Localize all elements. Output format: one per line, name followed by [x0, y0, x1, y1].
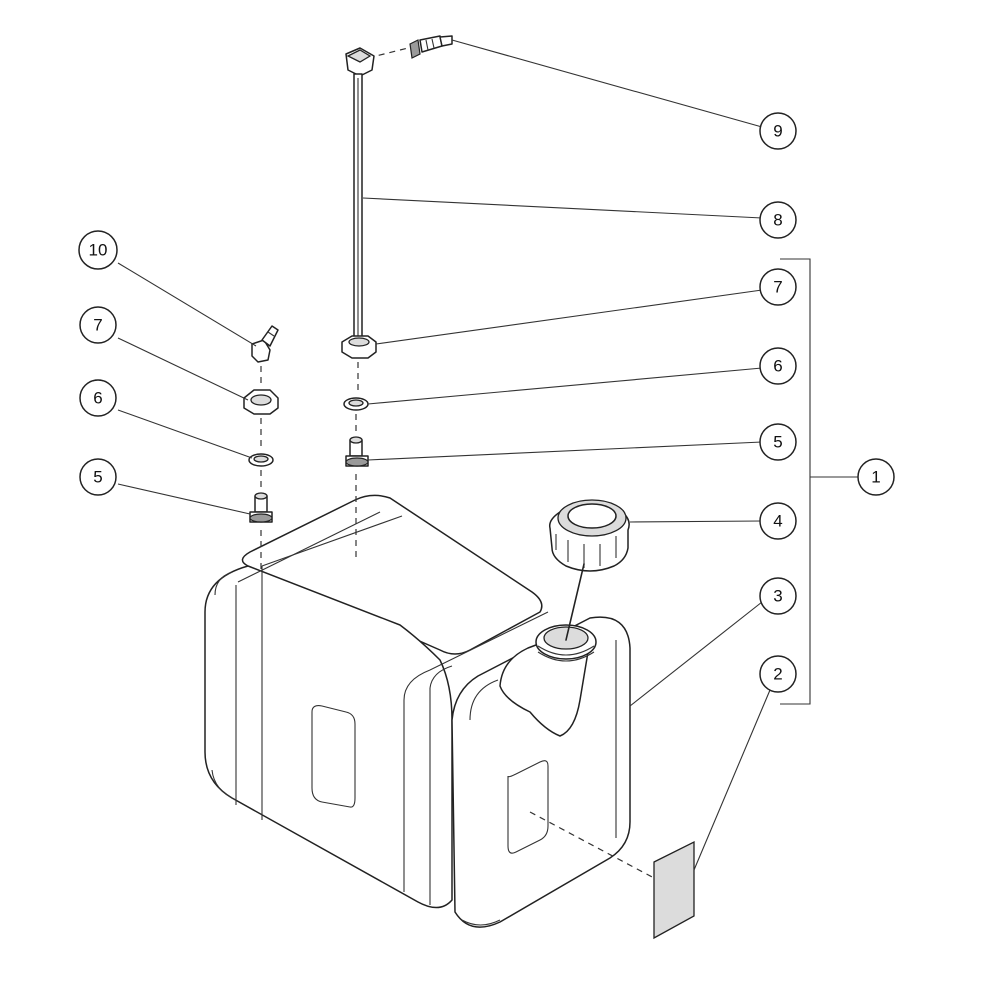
callout-5-right: 5 [759, 423, 797, 461]
elbow-barb-fitting [251, 325, 279, 363]
o-ring-right [343, 397, 369, 411]
left-label-recess [311, 705, 356, 808]
callout-3: 3 [759, 577, 797, 615]
fuel-tank-body [204, 494, 631, 928]
callout-3-label: 3 [773, 587, 782, 606]
nozzle-alignment-line [367, 47, 409, 59]
callout-6-right-label: 6 [773, 357, 782, 376]
leader-lines [117, 39, 858, 871]
callout-7-left-label: 7 [93, 316, 102, 335]
callout-7-right: 7 [759, 268, 797, 306]
callout-8-label: 8 [773, 211, 782, 230]
callout-1: 1 [857, 458, 895, 496]
o-ring-left [248, 453, 274, 467]
callout-9: 9 [759, 112, 797, 150]
callout-6-right: 6 [759, 347, 797, 385]
callout-5-left-label: 5 [93, 468, 102, 487]
front-label-recess [507, 760, 549, 854]
callout-5-right-label: 5 [773, 433, 782, 452]
hose-barb-fitting [409, 35, 453, 59]
fuel-cap [548, 499, 630, 641]
callout-10: 10 [78, 230, 118, 270]
filler-neck [499, 624, 597, 737]
callout-8: 8 [759, 201, 797, 239]
callout-2-label: 2 [773, 665, 782, 684]
callout-9-label: 9 [773, 122, 782, 141]
callout-4-label: 4 [773, 512, 782, 531]
callout-7-right-label: 7 [773, 278, 782, 297]
hex-nut-right [341, 335, 377, 359]
bushing-left [249, 492, 273, 523]
bushing-right [345, 436, 369, 467]
callout-6-left: 6 [79, 379, 117, 417]
callout-7-left: 7 [79, 306, 117, 344]
callout-6-left-label: 6 [93, 389, 102, 408]
callout-10-label: 10 [89, 241, 108, 260]
callout-2: 2 [759, 655, 797, 693]
callout-1-label: 1 [871, 468, 880, 487]
callout-4: 4 [759, 502, 797, 540]
hex-nut-left [243, 389, 279, 415]
callout-5-left: 5 [79, 458, 117, 496]
label-decal [653, 840, 695, 940]
vent-tube [345, 47, 375, 339]
label-alignment-line [529, 811, 655, 879]
